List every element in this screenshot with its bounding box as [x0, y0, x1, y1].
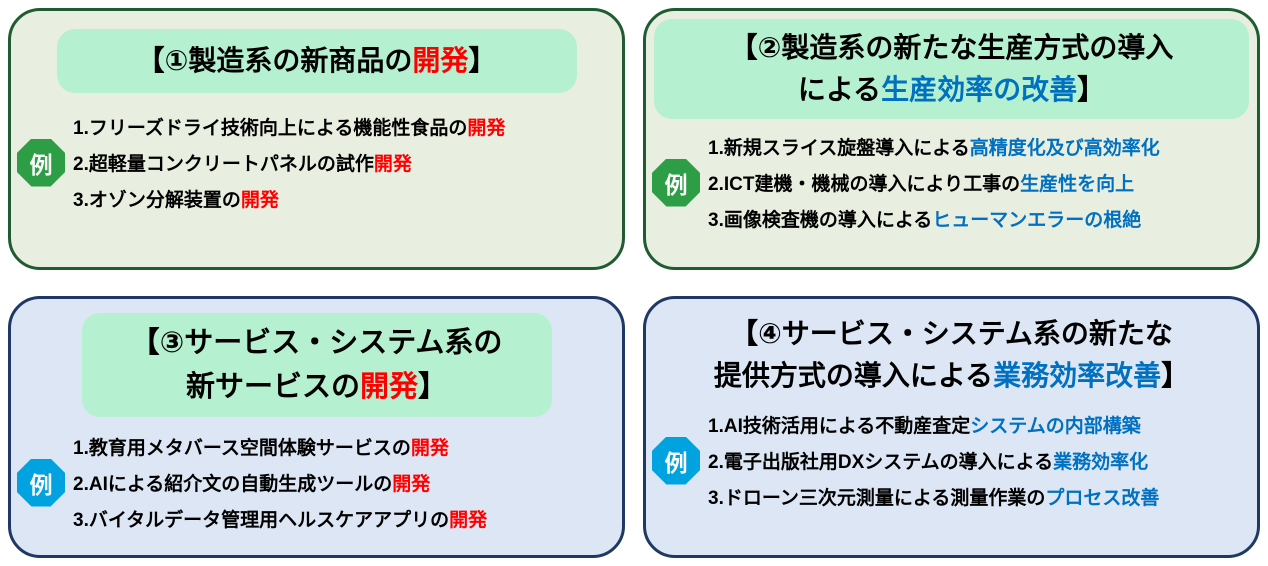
example-items-list: 1.フリーズドライ技術向上による機能性食品の開発 2.超軽量コンクリートパネルの…: [73, 113, 505, 212]
text-segment: 1.教育用メタバース空間体験サービスの: [73, 438, 411, 459]
list-item: 3.ドローン三次元測量による測量作業のプロセス改善: [708, 483, 1159, 510]
list-item: 1.新規スライス旋盤導入による高精度化及び高効率化: [708, 133, 1160, 160]
category-1-title: 【①製造系の新商品の開発】: [56, 29, 577, 93]
text-segment: 】: [1161, 360, 1190, 391]
example-items-list: 1.教育用メタバース空間体験サービスの開発 2.AIによる紹介文の自動生成ツール…: [73, 433, 487, 532]
list-item: 1.フリーズドライ技術向上による機能性食品の開発: [73, 113, 505, 140]
text-segment: 】: [468, 45, 497, 76]
text-segment: 】: [418, 371, 448, 403]
category-box-2: 【②製造系の新たな生産方式の導入 による生産効率の改善】 例 1.新規スライス旋…: [643, 8, 1260, 270]
title-line: 【③サービス・システム系の: [82, 321, 552, 365]
category-4-body: 例 1.AI技術活用による不動産査定システムの内部構築 2.電子出版社用DXシス…: [652, 411, 1257, 510]
text-segment: 開発: [412, 45, 469, 76]
category-3-title: 【③サービス・システム系の 新サービスの開発】: [81, 313, 552, 417]
category-box-4: 【④サービス・システム系の新たな 提供方式の導入による業務効率改善】 例 1.A…: [643, 296, 1260, 558]
title-line: 提供方式の導入による業務効率改善】: [646, 355, 1257, 397]
text-segment: 【①製造系の新商品の: [136, 45, 413, 76]
example-octagon-badge: 例: [17, 458, 65, 507]
example-label: 例: [664, 449, 688, 476]
text-segment: システムの内部構築: [970, 416, 1141, 437]
list-item: 2.超軽量コンクリートパネルの試作開発: [73, 149, 505, 176]
example-label: 例: [29, 471, 53, 498]
text-segment: 1.新規スライス旋盤導入による: [708, 138, 970, 159]
list-item: 2.電子出版社用DXシステムの導入による業務効率化: [708, 447, 1159, 474]
list-item: 2.AIによる紹介文の自動生成ツールの開発: [73, 469, 487, 496]
text-segment: 3.バイタルデータ管理用ヘルスケアアプリの: [73, 510, 450, 531]
title-line: 【①製造系の新商品の開発】: [57, 41, 577, 81]
category-4-title: 【④サービス・システム系の新たな 提供方式の導入による業務効率改善】: [646, 313, 1257, 397]
category-2-body: 例 1.新規スライス旋盤導入による高精度化及び高効率化 2.ICT建機・機械の導…: [652, 133, 1257, 232]
text-segment: 業務効率改善: [993, 360, 1162, 391]
title-line: による生産効率の改善】: [654, 69, 1249, 111]
list-item: 2.ICT建機・機械の導入により工事の生産性を向上: [708, 169, 1160, 196]
text-segment: 新サービスの: [185, 371, 360, 403]
list-item: 3.オゾン分解装置の開発: [73, 185, 505, 212]
text-segment: 提供方式の導入による: [713, 360, 994, 391]
text-segment: 【③サービス・システム系の: [130, 327, 503, 359]
category-2-title: 【②製造系の新たな生産方式の導入 による生産効率の改善】: [654, 19, 1249, 119]
example-octagon-badge: 例: [652, 158, 700, 207]
example-octagon-badge: 例: [17, 138, 65, 187]
text-segment: 3.オゾン分解装置の: [73, 190, 241, 211]
category-1-body: 例 1.フリーズドライ技術向上による機能性食品の開発 2.超軽量コンクリートパネ…: [17, 113, 622, 212]
text-segment: 】: [1077, 74, 1106, 105]
title-line: 新サービスの開発】: [82, 365, 552, 409]
list-item: 1.AI技術活用による不動産査定システムの内部構築: [708, 411, 1159, 438]
example-label: 例: [664, 171, 688, 198]
text-segment: 開発: [449, 510, 488, 531]
example-label: 例: [29, 151, 53, 178]
text-segment: 高精度化及び高効率化: [969, 138, 1160, 159]
text-segment: 開発: [392, 474, 431, 495]
category-3-body: 例 1.教育用メタバース空間体験サービスの開発 2.AIによる紹介文の自動生成ツ…: [17, 433, 622, 532]
text-segment: 生産効率の改善: [881, 74, 1078, 105]
text-segment: 業務効率化: [1053, 452, 1149, 473]
text-segment: 開発: [373, 154, 412, 175]
text-segment: 1.AI技術活用による不動産査定: [708, 416, 971, 437]
text-segment: 2.AIによる紹介文の自動生成ツールの: [73, 474, 393, 495]
text-segment: による: [797, 74, 882, 105]
example-items-list: 1.新規スライス旋盤導入による高精度化及び高効率化 2.ICT建機・機械の導入に…: [708, 133, 1160, 232]
list-item: 3.バイタルデータ管理用ヘルスケアアプリの開発: [73, 505, 487, 532]
list-item: 1.教育用メタバース空間体験サービスの開発: [73, 433, 487, 460]
text-segment: 開発: [467, 118, 506, 139]
text-segment: 【④サービス・システム系の新たな: [730, 318, 1173, 349]
text-segment: 3.画像検査機の導入による: [708, 210, 933, 231]
example-items-list: 1.AI技術活用による不動産査定システムの内部構築 2.電子出版社用DXシステム…: [708, 411, 1159, 510]
text-segment: 2.超軽量コンクリートパネルの試作: [73, 154, 374, 175]
title-line: 【②製造系の新たな生産方式の導入: [654, 27, 1249, 69]
text-segment: 開発: [359, 371, 418, 403]
text-segment: 3.ドローン三次元測量による測量作業の: [708, 488, 1046, 509]
text-segment: プロセス改善: [1045, 488, 1160, 509]
example-octagon-badge: 例: [652, 436, 700, 485]
text-segment: 生産性を向上: [1020, 174, 1135, 195]
text-segment: 1.フリーズドライ技術向上による機能性食品の: [73, 118, 468, 139]
text-segment: ヒューマンエラーの根絶: [932, 210, 1142, 231]
text-segment: 【②製造系の新たな生産方式の導入: [729, 32, 1174, 63]
title-line: 【④サービス・システム系の新たな: [646, 313, 1257, 355]
list-item: 3.画像検査機の導入によるヒューマンエラーの根絶: [708, 205, 1160, 232]
text-segment: 開発: [410, 438, 449, 459]
text-segment: 2.電子出版社用DXシステムの導入による: [708, 452, 1054, 473]
text-segment: 開発: [240, 190, 279, 211]
category-box-1: 【①製造系の新商品の開発】 例 1.フリーズドライ技術向上による機能性食品の開発…: [8, 8, 625, 270]
text-segment: 2.ICT建機・機械の導入により工事の: [708, 174, 1021, 195]
category-box-3: 【③サービス・システム系の 新サービスの開発】 例 1.教育用メタバース空間体験…: [8, 296, 625, 558]
